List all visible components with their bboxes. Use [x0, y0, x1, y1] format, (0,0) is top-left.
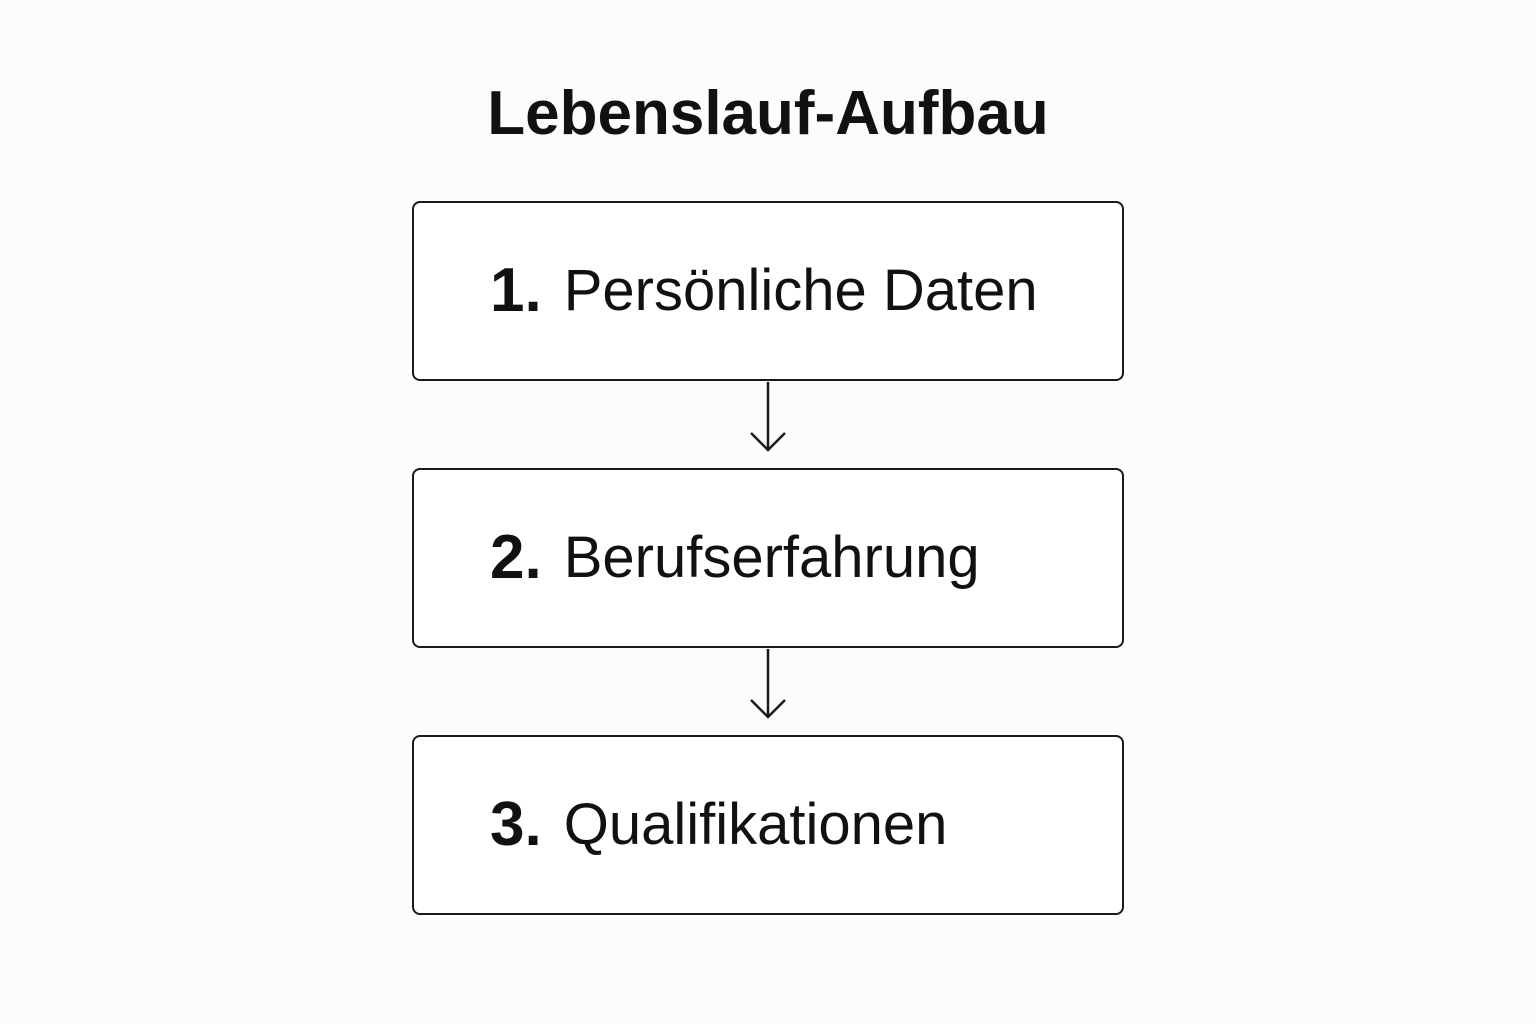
step-label: Persönliche Daten [563, 258, 1038, 323]
step-number: 1. [490, 256, 542, 325]
step-number: 3. [490, 790, 542, 859]
step-text: 1. Persönliche Daten [490, 203, 1038, 378]
step-box-personal-data: 1. Persönliche Daten [412, 201, 1124, 381]
step-number: 2. [490, 523, 542, 592]
step-text: 2. Berufserfahrung [490, 470, 980, 645]
step-text: 3. Qualifikationen [490, 737, 947, 912]
step-label: Qualifikationen [563, 792, 948, 857]
step-box-qualifications: 3. Qualifikationen [412, 735, 1124, 915]
diagram-title: Lebenslauf-Aufbau [487, 79, 1049, 148]
step-label: Berufserfahrung [563, 525, 980, 590]
arrow-down-icon [750, 649, 786, 719]
arrow-down-icon [750, 382, 786, 452]
step-box-work-experience: 2. Berufserfahrung [412, 468, 1124, 648]
